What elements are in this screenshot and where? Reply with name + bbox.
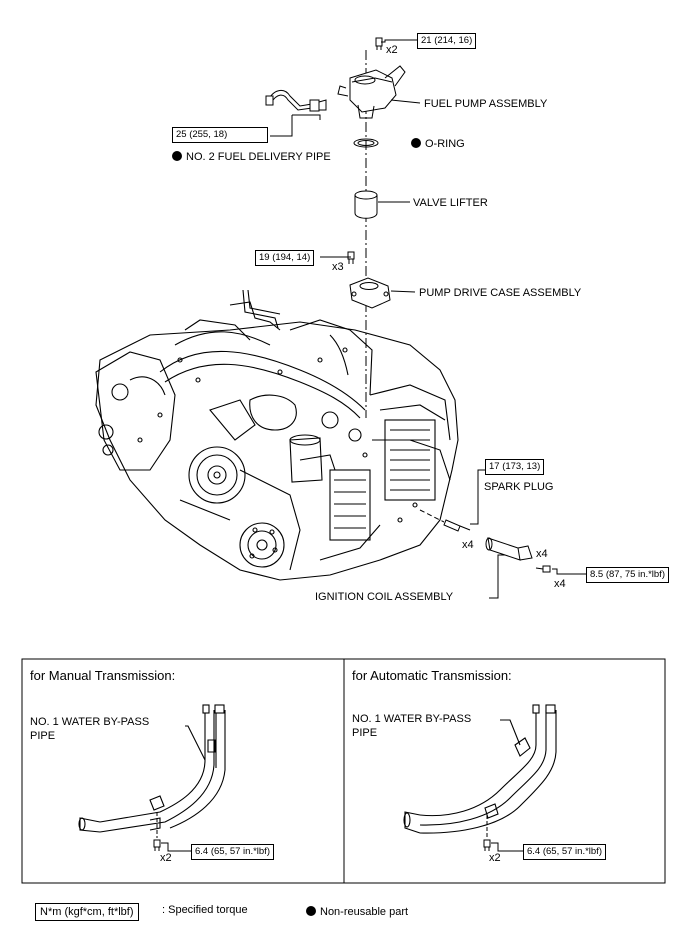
qty-ignition-coil: x4 [536,548,548,560]
torque-box-ignition-coil: 8.5 (87, 75 in.*lbf) [586,567,669,583]
qty-bypass-bolt-manual: x2 [160,852,172,864]
qty-pump-drive-case-bolt: x3 [332,261,344,273]
label-o-ring: O-RING [411,137,465,151]
legend-torque-text: : Specified torque [162,904,248,916]
nonreusable-dot-icon [172,151,182,161]
fuel-pump-bolt [375,37,383,50]
panel-title-automatic: for Automatic Transmission: [352,668,512,683]
label-pump-drive-case-assembly: PUMP DRIVE CASE ASSEMBLY [419,287,582,299]
spark-plug-illustration [443,519,471,532]
nonreusable-dot-icon [306,906,316,916]
label-bypass-pipe-automatic: NO. 1 WATER BY-PASS PIPE [352,713,472,739]
qty-spark-plug: x4 [462,539,474,551]
torque-box-spark-plug: 17 (173, 13) [485,459,545,475]
bypass-pipe-automatic-illustration [403,704,557,834]
qty-bypass-bolt-automatic: x2 [489,852,501,864]
legend-torque-box: N*m (kgf*cm, ft*lbf) [35,903,139,921]
torque-box-bypass-manual: 6.4 (65, 57 in.*lbf) [191,844,274,860]
panel-title-manual: for Manual Transmission: [30,668,176,683]
label-valve-lifter: VALVE LIFTER [413,197,488,209]
legend-nonreusable: Non-reusable part [306,905,408,919]
qty-ignition-coil-bolt: x4 [554,578,566,590]
fuel-delivery-pipe-illustration [265,90,327,112]
bypass-pipe-manual-illustration [78,704,226,833]
nonreusable-dot-icon [411,138,421,148]
label-spark-plug: SPARK PLUG [484,481,554,493]
torque-box-fuel-pump: 21 (214, 16) [417,33,477,49]
ignition-coil-illustration [485,537,533,561]
pump-drive-case-illustration [349,277,391,309]
label-ignition-coil-assembly: IGNITION COIL ASSEMBLY [315,591,454,603]
valve-lifter-illustration [354,190,378,219]
label-no2-fuel-delivery-pipe: NO. 2 FUEL DELIVERY PIPE [172,150,332,164]
qty-fuel-pump-bolt: x2 [386,44,398,56]
label-bypass-pipe-manual: NO. 1 WATER BY-PASS PIPE [30,716,150,742]
torque-box-fuel-delivery-pipe: 25 (255, 18) [172,127,268,143]
torque-box-pump-drive-case: 19 (194, 14) [255,250,315,266]
engine-illustration [95,289,459,581]
torque-box-bypass-automatic: 6.4 (65, 57 in.*lbf) [523,844,606,860]
fuel-pump-illustration [337,65,406,119]
label-fuel-pump-assembly: FUEL PUMP ASSEMBLY [424,98,548,110]
